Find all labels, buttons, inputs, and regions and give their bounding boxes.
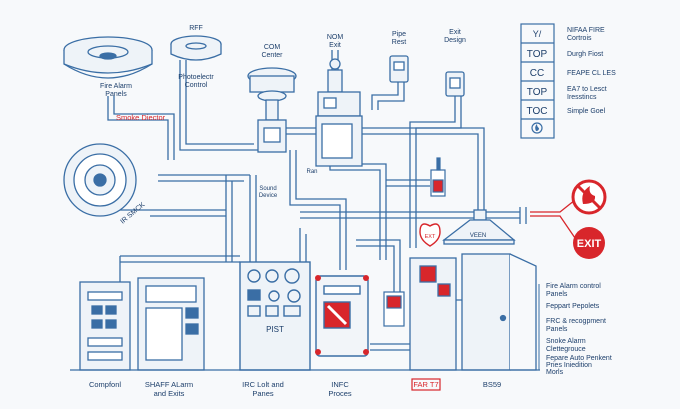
compfonl-cabinet-icon <box>79 281 131 371</box>
exit-design-device-icon <box>445 71 465 97</box>
legend-panel <box>520 23 555 139</box>
ir-smoke-sensor-icon <box>63 143 137 217</box>
legend-text-5: Simple Goel <box>567 108 606 115</box>
smoke-detector-large-icon <box>63 36 153 79</box>
note-1-line2: Panels <box>546 291 568 298</box>
note-5-line2: Pries Iniedition <box>546 362 592 369</box>
pull-station-icon <box>383 291 405 327</box>
nom-exit-label-line2: Exit <box>329 42 341 49</box>
sound-device-label-line2: Device <box>259 193 278 199</box>
legend-symbol-3: CC <box>530 68 544 79</box>
note-5-line3: Morls <box>546 369 564 376</box>
top-labels: RFF Fire Alarm Panels Photoelectr Contro… <box>100 25 466 98</box>
photoelectric-label-line2: Control <box>185 82 208 89</box>
legend-header-line1: NIFAA FIRE <box>567 27 605 34</box>
note-4-line2: Clettegrouce <box>546 346 586 353</box>
note-1-line1: Fire Alarm control <box>546 283 601 290</box>
legend-text-3: FEAPE CL LES <box>567 70 616 77</box>
com-center-device-icon <box>247 67 297 153</box>
far-t7-box <box>411 378 441 391</box>
exit-design-label-line2: Design <box>444 37 466 44</box>
heart-tag-label: EXT <box>425 234 436 240</box>
sound-device-label-line1: Sound <box>259 186 276 192</box>
bottom-label-irc-line2: Panes <box>252 389 274 398</box>
note-3-line2: Panels <box>546 326 568 333</box>
smoke-detector-label: Smoke Diector <box>116 113 166 122</box>
fire-extinguisher-tag-icon <box>430 157 446 197</box>
exit-door-right-icon <box>461 253 537 371</box>
legend-symbol-5: TOC <box>527 106 548 117</box>
bottom-label-infc-line2: Proces <box>328 389 352 398</box>
bottom-label-irc-line1: IRC Lolt and <box>242 380 284 389</box>
note-4-line1: Snoke Alarm <box>546 338 586 345</box>
note-3-line1: FRC & recogpment <box>546 318 606 325</box>
smoke-detector-small-icon <box>170 35 222 61</box>
note-5-line1: Fepare Auto Penkent <box>546 355 612 362</box>
legend-symbol-1: Y/ <box>533 29 542 39</box>
bottom-labels: Compfonl SHAFF ALarm and Exits IRC Lolt … <box>89 378 501 398</box>
bottom-label-infc-line1: INFC <box>331 380 349 389</box>
bottom-label-shaff-line1: SHAFF ALarm <box>145 380 193 389</box>
fire-alarm-panels-label-line1: Fire Alarm <box>100 83 132 90</box>
heart-fire-tag-icon <box>419 223 441 247</box>
bottom-label-compfonl: Compfonl <box>89 380 121 389</box>
shaff-alarm-cabinet-icon <box>137 277 205 371</box>
exit-sign: EXIT <box>573 227 605 259</box>
center-panel-label: PIST <box>266 325 284 334</box>
bottom-label-far-t7: FAR T7 <box>413 380 438 389</box>
pipe-rest-device-icon <box>389 55 409 83</box>
no-fire-sign-icon <box>571 179 607 215</box>
legend-labels: Y/ TOP CC TOP TOC NIFAA FIRE Cortrois Du… <box>527 27 617 117</box>
nom-exit-label-line1: NOM <box>327 34 344 41</box>
infc-process-unit-icon <box>315 275 369 357</box>
exit-design-label-line1: Exit <box>449 29 461 36</box>
nom-exit-valve-icon <box>315 58 363 167</box>
legend-text-4b: Iresstincs <box>567 94 597 101</box>
pipe-rest-label-line2: Rest <box>392 39 406 46</box>
com-center-label-line2: Center <box>261 52 283 59</box>
pipe-rest-label-line1: Pipe <box>392 31 406 38</box>
rf-label: RFF <box>189 25 203 32</box>
legend-symbol-2: TOP <box>527 49 548 60</box>
photoelectric-label-line1: Photoelectr <box>178 74 214 81</box>
com-center-label-line1: COM <box>264 44 281 51</box>
pipe-network <box>90 50 576 351</box>
legend-fire-icon <box>531 122 543 134</box>
legend-text-4a: EA7 to Lesct <box>567 86 607 93</box>
exit-door-left-icon <box>409 257 457 371</box>
vent-hood-icon <box>442 209 516 245</box>
vent-label: VEEN <box>470 233 486 239</box>
ran-label: Ran <box>306 169 317 175</box>
note-2-line1: Feppart Pepolets <box>546 303 600 310</box>
exit-sign-text: EXIT <box>577 238 602 250</box>
fire-alarm-panels-label-line2: Panels <box>105 91 127 98</box>
legend-symbol-4: TOP <box>527 87 548 98</box>
bottom-label-bs59: BS59 <box>483 380 501 389</box>
legend-text-2: Durgh Fiost <box>567 51 603 58</box>
irc-control-panel-icon <box>239 261 311 371</box>
bottom-label-shaff-line2: and Exits <box>154 389 185 398</box>
right-notes: Fire Alarm control Panels Feppart Pepole… <box>538 283 612 376</box>
legend-header-line2: Cortrois <box>567 35 592 42</box>
